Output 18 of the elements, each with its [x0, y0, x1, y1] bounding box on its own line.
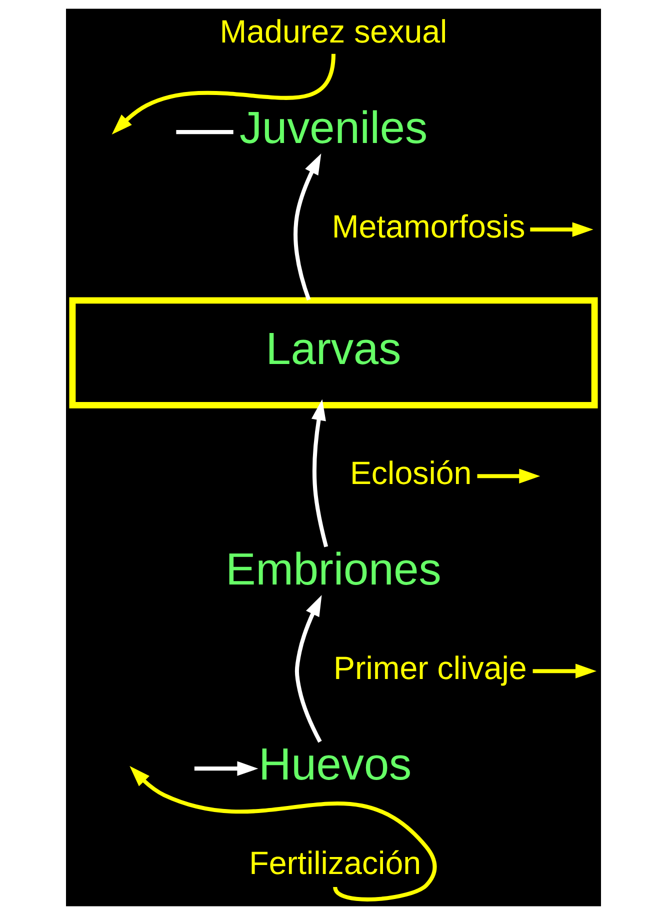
arrow	[477, 468, 540, 484]
arrow	[311, 399, 328, 548]
node-text: Primer clivaje	[334, 650, 527, 686]
node-text: Fertilización	[249, 845, 422, 882]
arrow	[194, 761, 258, 776]
node-text: Madurez sexual	[220, 14, 448, 50]
node-text: Eclosión	[350, 455, 472, 492]
arrow	[294, 153, 322, 300]
arrow	[112, 54, 336, 135]
node-box: Larvas	[69, 297, 598, 408]
node-text: Metamorfosis	[332, 208, 526, 245]
connector	[176, 130, 234, 134]
arrow	[294, 595, 322, 743]
node-text: Juveniles	[239, 102, 428, 154]
node-text: Embriones	[226, 544, 442, 595]
arrow	[532, 664, 597, 678]
node-text: Huevos	[258, 738, 412, 790]
arrow	[530, 222, 594, 237]
